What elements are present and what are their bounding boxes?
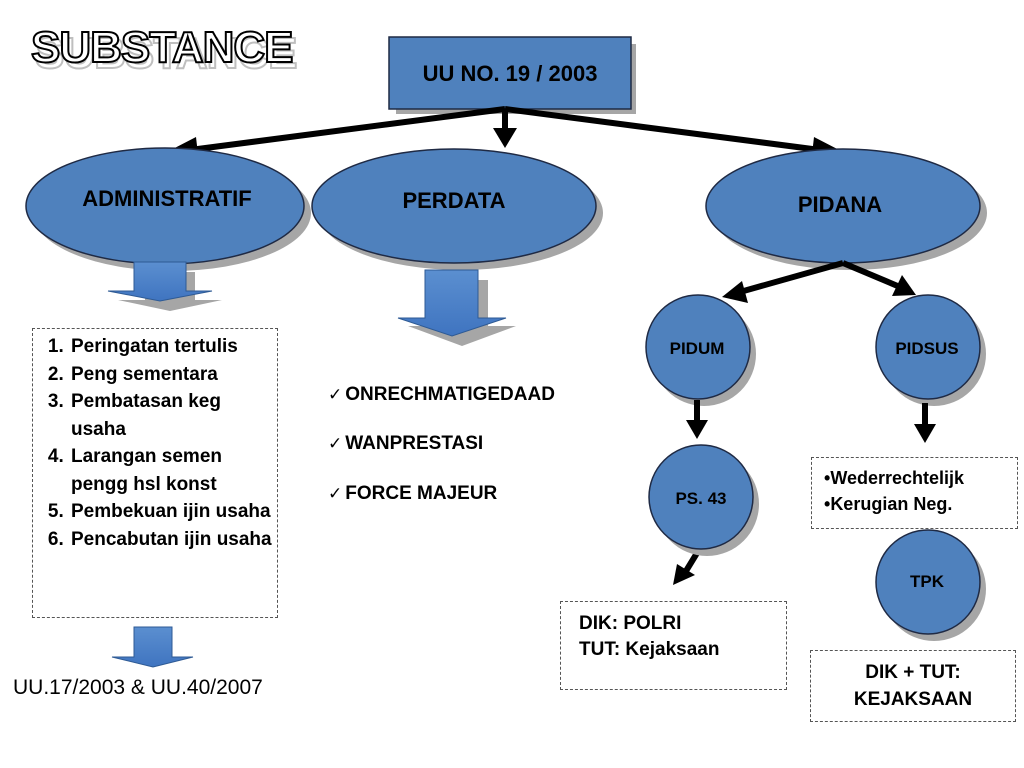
arrow-to-administratif (189, 106, 506, 153)
arrow-to-pidsus (841, 260, 902, 290)
perdata-item: ✓FORCE MAJEUR (328, 483, 497, 505)
pidum-result-line: DIK: POLRI (579, 613, 682, 634)
administratif-list-box: Peringatan tertulis Peng sementara Pemba… (32, 328, 278, 618)
ps43-node (648, 444, 754, 550)
tpk-result-box: DIK + TUT: KEJAKSAAN (810, 650, 1016, 722)
ps43-label: PS. 43 (675, 489, 726, 508)
diagram-title: SUBSTANCE (31, 23, 293, 72)
root-box (388, 36, 632, 110)
arrow-ps43-down (683, 551, 700, 573)
arrowhead-pidsus-down (914, 424, 936, 443)
check-icon: ✓ (328, 434, 343, 454)
perdata-item-label: FORCE MAJEUR (345, 483, 498, 504)
administratif-footer-text: UU.17/2003 & UU.40/2007 (13, 676, 263, 699)
perdata-item: ✓WANPRESTASI (328, 433, 483, 455)
admin-footer-block-arrow (111, 626, 194, 668)
pidum-result-box: DIK: POLRI TUT: Kejaksaan (560, 601, 787, 690)
perdata-node (311, 148, 597, 264)
arrowhead-pidsus (892, 275, 916, 296)
admin-block-arrow (107, 261, 213, 302)
perdata-item-label: ONRECHMATIGEDAAD (345, 384, 555, 405)
tpk-result-line: KEJAKSAAN (853, 689, 973, 710)
pidana-arrows (722, 260, 916, 303)
perdata-item: ✓ONRECHMATIGEDAAD (328, 384, 555, 406)
pidum-result-line: TUT: Kejaksaan (579, 639, 720, 660)
tpk-label: TPK (910, 572, 945, 591)
arrowhead-ps43-down (673, 564, 695, 585)
arrowhead-perdata (493, 128, 517, 148)
arrow-to-pidum (739, 260, 844, 295)
pidum-node (645, 294, 751, 400)
list-item: Pembekuan ijin usaha (69, 498, 273, 526)
perdata-item-label: WANPRESTASI (345, 433, 484, 454)
list-item: Peringatan tertulis (69, 333, 273, 361)
pidsus-result-box: •Wederrechtelijk •Kerugian Neg. (811, 457, 1018, 529)
administratif-list: Peringatan tertulis Peng sementara Pemba… (33, 333, 273, 553)
administratif-label: ADMINISTRATIF (82, 186, 251, 211)
sub-arrows (673, 400, 936, 585)
perdata-label: PERDATA (402, 188, 505, 213)
check-icon: ✓ (328, 484, 343, 504)
arrowhead-pidum (722, 281, 748, 303)
root-label: UU NO. 19 / 2003 (423, 61, 598, 86)
arrowhead-ps43 (686, 420, 708, 439)
list-item: Pembatasan keg usaha (69, 388, 273, 443)
tpk-result-line: DIK + TUT: (865, 662, 961, 683)
pidsus-result-line: •Wederrechtelijk (824, 468, 965, 488)
pidsus-result-line: •Kerugian Neg. (824, 494, 953, 514)
list-item: Larangan semen pengg hsl konst (69, 443, 273, 498)
list-item: Pencabutan ijin usaha (69, 526, 273, 554)
list-item: Peng sementara (69, 361, 273, 389)
perdata-block-arrow (397, 269, 507, 337)
pidana-label: PIDANA (798, 192, 882, 217)
arrow-to-pidana (504, 106, 821, 153)
check-icon: ✓ (328, 385, 343, 405)
pidsus-node (875, 294, 981, 400)
title-shadow: SUBSTANCE (35, 29, 297, 78)
pidum-label: PIDUM (670, 339, 725, 358)
tpk-node (875, 529, 981, 635)
pidsus-label: PIDSUS (895, 339, 958, 358)
